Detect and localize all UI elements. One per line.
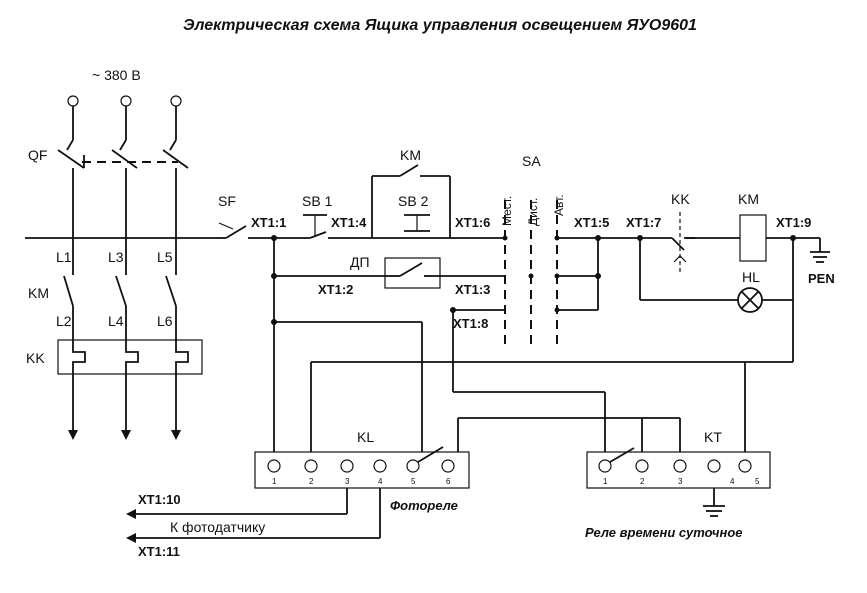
terminal-xt1-7: XT1:7: [626, 215, 661, 230]
l4-label: L4: [108, 313, 124, 329]
sensor-caption: К фотодатчику: [170, 519, 265, 535]
terminal-xt1-10: XT1:10: [138, 492, 181, 507]
kl-pin-5: 5: [411, 477, 416, 486]
junction-xt1-5: [595, 235, 601, 241]
sf-switch: [214, 222, 310, 239]
kt-pin-4: 4: [730, 477, 735, 486]
sa-mode-local: Мест.: [500, 196, 514, 226]
sb2-label: SB 2: [398, 193, 429, 209]
l5-label: L5: [157, 249, 173, 265]
sb2-button: [404, 214, 505, 239]
sa-mode-auto: Авт.: [552, 194, 566, 216]
relay-wiring: [274, 310, 793, 452]
dp-contact: [274, 257, 505, 289]
hl-label: HL: [742, 269, 760, 285]
terminal-xt1-1: XT1:1: [251, 215, 286, 230]
sb1-label: SB 1: [302, 193, 333, 209]
pen-label: PEN: [808, 271, 835, 286]
kt-timer-block: [586, 447, 771, 517]
timer-caption: Реле времени суточное: [585, 525, 743, 540]
kt-label: KT: [704, 429, 722, 445]
kl-pin-6: 6: [446, 477, 451, 486]
l3-label: L3: [108, 249, 124, 265]
km-coil-label: KM: [738, 191, 759, 207]
qf-label: QF: [28, 147, 47, 163]
kk-contact-label: KK: [671, 191, 690, 207]
kt-pin-5: 5: [755, 477, 760, 486]
terminal-xt1-5: XT1:5: [574, 215, 609, 230]
photorelay-caption: Фотореле: [390, 498, 458, 513]
kk-contact: [640, 212, 740, 272]
kl-pin-1: 1: [272, 477, 277, 486]
kt-pin-2: 2: [640, 477, 645, 486]
qf-breaker: [57, 106, 189, 252]
sa-selector: [502, 200, 640, 345]
diagram-title: Электрическая схема Ящика управления осв…: [183, 17, 697, 34]
junction-sa-mid: [595, 273, 601, 279]
terminal-xt1-9: XT1:9: [776, 215, 811, 230]
l2-label: L2: [56, 313, 72, 329]
kt-pin-3: 3: [678, 477, 683, 486]
supply-terminals: [67, 95, 182, 107]
terminal-xt1-2: XT1:2: [318, 282, 353, 297]
kt-pin-1: 1: [603, 477, 608, 486]
kl-label: KL: [357, 429, 374, 445]
kk-label-left: KK: [26, 350, 45, 366]
kl-pin-3: 3: [345, 477, 350, 486]
km-hold-label: KM: [400, 147, 421, 163]
terminal-xt1-8: XT1:8: [453, 316, 488, 331]
l1-label: L1: [56, 249, 72, 265]
hl-lamp: [639, 238, 794, 362]
km-hold-contact: [371, 164, 451, 238]
kl-relay-block: [254, 446, 470, 489]
sensor-leads: [126, 488, 381, 543]
terminal-xt1-3: XT1:3: [455, 282, 490, 297]
terminal-xt1-6: XT1:6: [455, 215, 490, 230]
kl-pin-4: 4: [378, 477, 383, 486]
sb1-button: [303, 214, 404, 239]
sa-label: SA: [522, 153, 541, 169]
terminal-xt1-4: XT1:4: [331, 215, 367, 230]
terminal-xt1-11: XT1:11: [138, 544, 180, 559]
km-label-left: KM: [28, 285, 49, 301]
l6-label: L6: [157, 313, 173, 329]
kl-pin-2: 2: [309, 477, 314, 486]
dp-label: ДП: [350, 254, 370, 270]
supply-voltage-label: ~ 380 В: [92, 67, 141, 83]
sf-label: SF: [218, 193, 236, 209]
sa-mode-remote: Дист.: [526, 198, 540, 226]
kk-thermal-relay: [57, 339, 203, 440]
km-main-contacts: [63, 252, 177, 340]
pen-ground: [810, 238, 830, 263]
